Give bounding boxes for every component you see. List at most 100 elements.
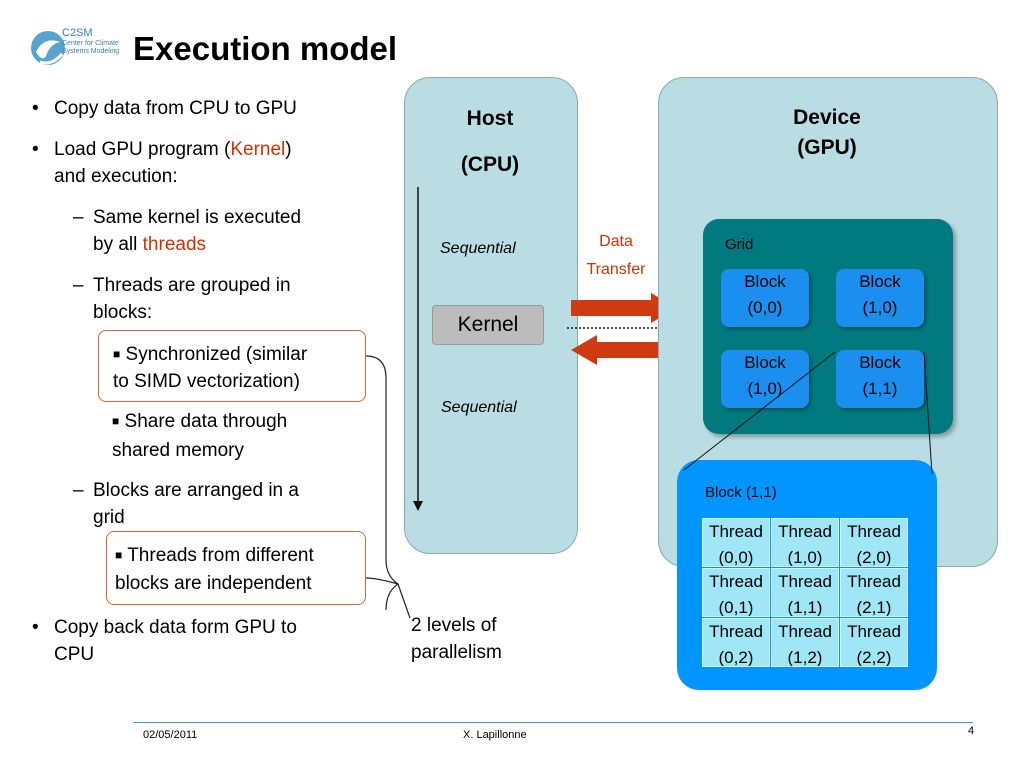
host-subtitle: (CPU) bbox=[460, 153, 520, 176]
thread-cell: Thread (2,0) bbox=[840, 518, 908, 567]
thread-cell: Thread (0,0) bbox=[702, 518, 770, 567]
block-detail-label: Block (1,1) bbox=[705, 484, 777, 501]
block-detail-box: Block (1,1) Thread (0,0) Thread (1,0) Thre… bbox=[677, 460, 937, 690]
thread-index: (0,1) bbox=[718, 598, 754, 617]
data-transfer-label: Data Transfer bbox=[576, 228, 656, 284]
thread-index: (0,0) bbox=[718, 548, 754, 567]
bullet-text: and execution: bbox=[54, 166, 178, 187]
subbullet-blocks-grid: – Blocks are arranged in a grid bbox=[73, 477, 299, 531]
data-transfer-line2: Transfer bbox=[586, 261, 646, 278]
sequential-arrow bbox=[413, 187, 423, 511]
sequential-label: Sequential bbox=[440, 240, 516, 257]
bullet-text: ) bbox=[285, 139, 292, 160]
bullet-text: Copy back data form GPU to bbox=[54, 617, 297, 638]
thread-cell: Thread (1,0) bbox=[771, 518, 839, 567]
data-transfer-line1: Data bbox=[599, 233, 633, 250]
page-number: 4 bbox=[968, 725, 975, 737]
thread-name: Thread bbox=[778, 572, 832, 591]
thread-name: Thread bbox=[709, 622, 763, 641]
zoom-connector-lines bbox=[683, 351, 933, 475]
c2sm-logo: C2SM Center for Climate Systems Modeling bbox=[30, 18, 130, 80]
thread-name: Thread bbox=[778, 622, 832, 641]
thread-name: Thread bbox=[847, 522, 901, 541]
thread-name: Thread bbox=[778, 522, 832, 541]
thread-index: (2,2) bbox=[856, 648, 892, 667]
square-bullet-icon: ■ bbox=[115, 548, 123, 562]
block-name: Block bbox=[859, 353, 901, 372]
block-index: (1,0) bbox=[747, 379, 783, 398]
grid-box: Grid Block (0,0) Block (1,0) Block (1,0)… bbox=[703, 219, 953, 434]
bullet-dot: • bbox=[32, 617, 39, 638]
thread-index: (0,2) bbox=[718, 648, 754, 667]
highlight-box-synchronized: ■ Synchronized (similar to SIMD vectoriz… bbox=[98, 330, 366, 402]
device-subtitle: (GPU) bbox=[797, 136, 857, 159]
thread-cell: Thread (0,1) bbox=[702, 568, 770, 617]
footer-date: 02/05/2011 bbox=[143, 729, 198, 741]
block-index: (0,0) bbox=[747, 298, 783, 317]
bullet-copy-back: • Copy back data form GPU to CPU bbox=[32, 614, 297, 668]
grid-label: Grid bbox=[725, 236, 754, 253]
logo-line3: Systems Modeling bbox=[62, 48, 120, 55]
grid-block: Block (1,0) bbox=[836, 269, 924, 327]
thread-index: (2,1) bbox=[856, 598, 892, 617]
device-title: Device bbox=[793, 106, 861, 129]
curly-brace bbox=[365, 355, 411, 619]
bullet-text: blocks: bbox=[93, 302, 153, 323]
bullet-text: blocks are independent bbox=[115, 573, 312, 594]
thread-cell: Thread (1,2) bbox=[771, 618, 839, 667]
bullet-text: Threads from different bbox=[127, 545, 314, 566]
block-name: Block bbox=[744, 353, 786, 372]
block-index: (1,0) bbox=[862, 298, 898, 317]
parallelism-label-line1: 2 levels of bbox=[411, 615, 497, 636]
parallelism-label: 2 levels of parallelism bbox=[411, 612, 502, 666]
dash-marker: – bbox=[73, 480, 84, 501]
bullet-text: by all bbox=[93, 234, 143, 255]
bullet-text: shared memory bbox=[112, 440, 244, 461]
bullet-text: to SIMD vectorization) bbox=[113, 371, 300, 392]
arrow-right-icon bbox=[571, 293, 677, 323]
arrow-left-icon bbox=[571, 335, 677, 365]
bullet-text: Copy data from CPU to GPU bbox=[54, 98, 297, 119]
bullet-dot: • bbox=[32, 98, 39, 119]
parallelism-label-line2: parallelism bbox=[411, 642, 502, 663]
bullet-text: Same kernel is executed bbox=[93, 207, 302, 228]
bullet-text: Share data through bbox=[124, 411, 288, 432]
page-title: Execution model bbox=[133, 30, 398, 67]
subbullet-threads-grouped: – Threads are grouped in blocks: bbox=[73, 272, 291, 326]
block-index: (1,1) bbox=[862, 379, 898, 398]
thread-cell: Thread (1,1) bbox=[771, 568, 839, 617]
logo-acronym: C2SM bbox=[62, 27, 93, 39]
bullet-text: Threads are grouped in bbox=[93, 275, 291, 296]
bullet-text: Synchronized (similar bbox=[125, 344, 308, 365]
sequential-label: Sequential bbox=[441, 399, 517, 416]
bullet-dot: • bbox=[32, 139, 39, 160]
bullet-text: CPU bbox=[54, 644, 95, 665]
thread-index: (1,1) bbox=[787, 598, 823, 617]
grid-block-selected: Block (1,1) bbox=[836, 350, 924, 408]
dash-marker: – bbox=[73, 207, 84, 228]
thread-name: Thread bbox=[709, 572, 763, 591]
thread-name: Thread bbox=[709, 522, 763, 541]
thread-index: (1,2) bbox=[787, 648, 823, 667]
kernel-highlight: Kernel bbox=[230, 139, 286, 160]
transfer-arrows bbox=[565, 293, 677, 365]
thread-cell: Thread (0,2) bbox=[702, 618, 770, 667]
thread-name: Thread bbox=[847, 572, 901, 591]
block-name: Block bbox=[859, 272, 901, 291]
footer-author: X. Lapillonne bbox=[463, 729, 527, 741]
thread-index: (1,0) bbox=[787, 548, 823, 567]
subsubbullet-share-data: ■ Share data through shared memory bbox=[112, 408, 287, 464]
subbullet-same-kernel: – Same kernel is executed by all threads bbox=[73, 204, 302, 258]
kernel-box: Kernel bbox=[432, 305, 544, 345]
bullet-load-kernel: • Load GPU program (Kernel) and executio… bbox=[32, 136, 292, 190]
host-title: Host bbox=[466, 107, 514, 130]
dash-marker: – bbox=[73, 275, 84, 296]
grid-block: Block (0,0) bbox=[721, 269, 809, 327]
thread-index: (2,0) bbox=[856, 548, 892, 567]
grid-block: Block (1,0) bbox=[721, 350, 809, 408]
threads-highlight: threads bbox=[142, 234, 207, 255]
footer-divider bbox=[133, 722, 973, 723]
highlight-box-independent: ■ Threads from different blocks are inde… bbox=[106, 531, 366, 605]
square-bullet-icon: ■ bbox=[113, 347, 121, 361]
bullet-text: Blocks are arranged in a bbox=[93, 480, 299, 501]
